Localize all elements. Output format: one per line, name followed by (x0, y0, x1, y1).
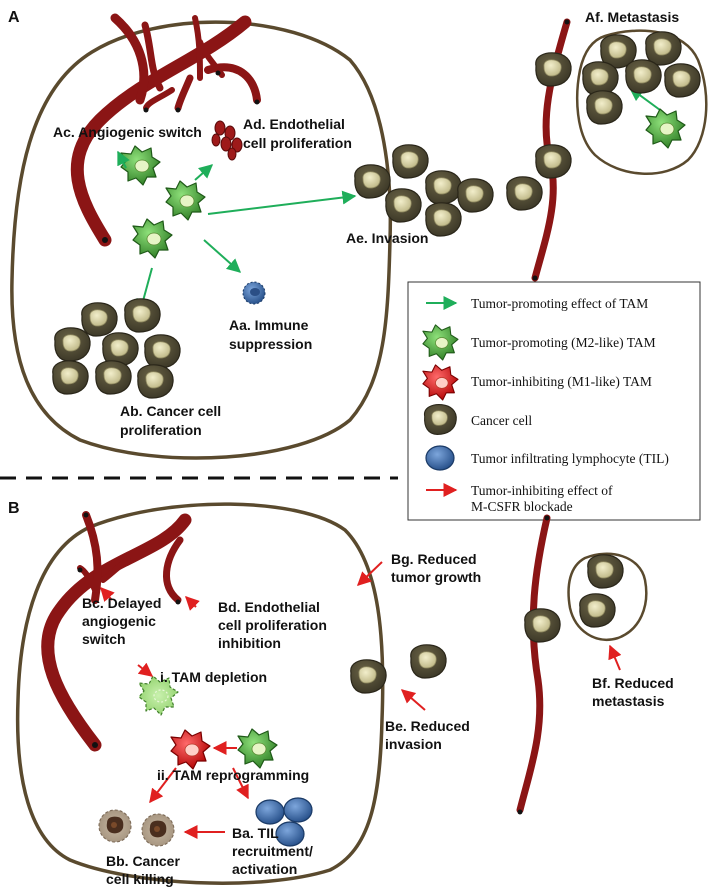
cancer-cell (524, 608, 561, 643)
label-aa-2: suppression (229, 336, 312, 352)
label-ab-2: proliferation (120, 422, 202, 438)
legend-label: Tumor-promoting effect of TAM (471, 296, 648, 311)
label-bc-2: angiogenic (82, 613, 156, 629)
metastatic-cells (582, 31, 701, 125)
label-i: i. TAM depletion (160, 669, 267, 685)
til (242, 281, 266, 305)
invading-cancer-cells (354, 144, 543, 237)
cancer-cell (410, 644, 447, 679)
label-bg-1: Bg. Reduced (391, 551, 477, 567)
label-ad-2: cell proliferation (243, 135, 352, 151)
blood-vessel-bf (516, 514, 551, 814)
label-bd-3: inhibition (218, 635, 281, 651)
label-bf-1: Bf. Reduced (592, 675, 674, 691)
dying-cancer-cells (98, 809, 175, 847)
m2-tam (120, 145, 161, 186)
metastasis-site-bf (567, 552, 648, 641)
tumor-membrane-b (15, 502, 385, 885)
legend-label: Tumor infiltrating lymphocyte (TIL) (471, 451, 669, 466)
label-bd-2: cell proliferation (218, 617, 327, 633)
legend-label: Cancer cell (471, 413, 532, 428)
label-bb-2: cell killing (106, 871, 174, 887)
label-bc-1: Bc. Delayed (82, 595, 161, 611)
cancer-cell-icon (423, 404, 457, 435)
legend-label: Tumor-inhibiting effect of (471, 483, 613, 498)
vessel-ends-a (102, 70, 260, 243)
legend-label: M-CSFR blockade (471, 499, 573, 514)
cancer-cell (587, 554, 624, 589)
label-bd-1: Bd. Endothelial (218, 599, 320, 615)
label-bb-1: Bb. Cancer (106, 853, 180, 869)
m1-tam (170, 729, 211, 770)
label-ba-2: recruitment/ (232, 843, 313, 859)
cancer-cell (579, 593, 616, 628)
label-be-2: invasion (385, 736, 442, 752)
label-ii: ii. TAM reprogramming (157, 767, 309, 783)
m2-tam (165, 180, 206, 221)
label-ad-1: Ad. Endothelial (243, 116, 345, 132)
label-bg-2: tumor growth (391, 569, 481, 585)
label-ae: Ae. Invasion (346, 230, 428, 246)
tumor-inhibiting-arrows (100, 561, 622, 839)
blood-vessel-a (70, 13, 261, 247)
metastasis-site-af (576, 29, 708, 175)
m2-tam (237, 728, 278, 769)
label-bf-2: metastasis (592, 693, 665, 709)
label-af: Af. Metastasis (585, 9, 679, 25)
cancer-cell (535, 52, 572, 87)
panel-b-letter: B (8, 500, 20, 517)
cancer-cell (535, 144, 572, 179)
label-ba-1: Ba. TIL (232, 825, 279, 841)
label-bc-3: switch (82, 631, 126, 647)
m2-tam (132, 218, 173, 259)
endothelial-cells (211, 120, 243, 161)
legend: Tumor-promoting effect of TAM Tumor-prom… (407, 281, 701, 521)
cancer-cell (350, 659, 387, 694)
legend-label: Tumor-promoting (M2-like) TAM (471, 335, 656, 350)
cancer-cell-cluster-ab (52, 298, 181, 399)
label-ba-3: activation (232, 861, 297, 877)
label-be-1: Be. Reduced (385, 718, 470, 734)
blood-vessel-b (41, 511, 192, 752)
label-ab-1: Ab. Cancer cell (120, 403, 221, 419)
label-aa-1: Aa. Immune (229, 317, 309, 333)
m2-tam (645, 108, 686, 149)
tumor-membrane-a (10, 20, 393, 460)
legend-label: Tumor-inhibiting (M1-like) TAM (471, 374, 652, 389)
panel-a-letter: A (8, 9, 20, 26)
label-ac: Ac. Angiogenic switch (53, 124, 202, 140)
til-icon (425, 445, 455, 471)
vessel-ends-b (77, 512, 181, 748)
